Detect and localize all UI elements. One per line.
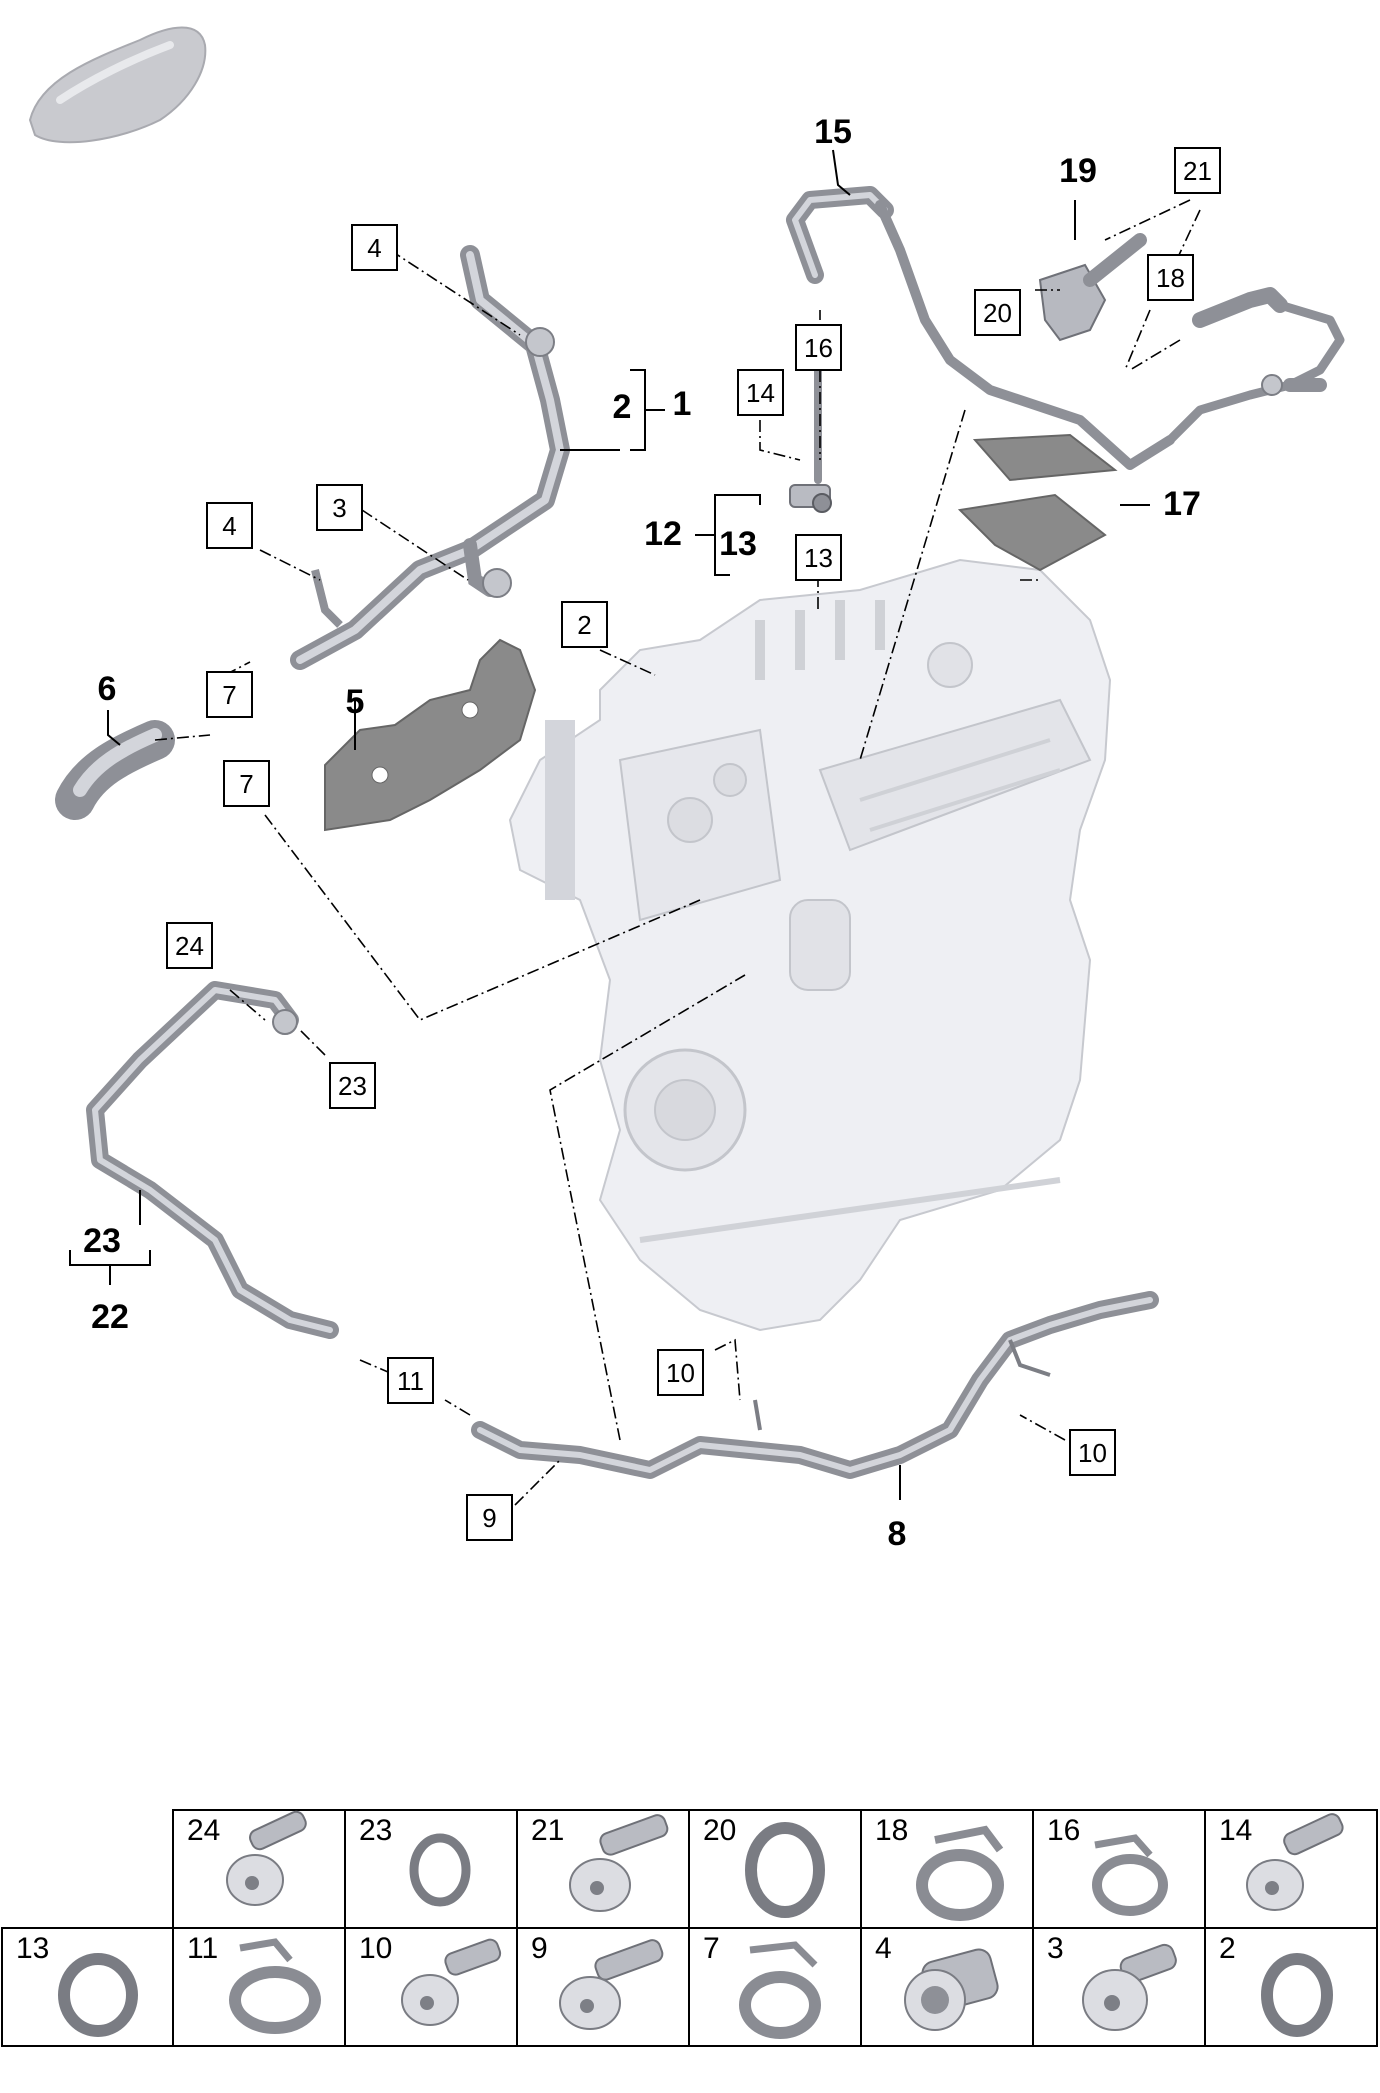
callout-7b: 7 xyxy=(223,760,270,807)
fitting-part-12 xyxy=(789,346,832,513)
label-8: 8 xyxy=(888,1515,907,1553)
label-brackets xyxy=(69,149,1150,1500)
parts-table-row-2: 13 11 10 9 7 4 3 2 xyxy=(1,1927,1378,2047)
callout-14: 14 xyxy=(737,369,784,416)
seal-ring-icon xyxy=(58,1953,138,2037)
label-6: 6 xyxy=(98,670,117,708)
callout-4a: 4 xyxy=(351,224,398,271)
callout-label: 20 xyxy=(983,298,1012,328)
callout-2: 2 xyxy=(561,601,608,648)
callout-label: 4 xyxy=(367,233,381,263)
table-cell-number: 13 xyxy=(16,1932,49,1965)
callout-label: 14 xyxy=(746,378,775,408)
callout-18: 18 xyxy=(1147,254,1194,301)
callout-label: 3 xyxy=(332,493,346,523)
callout-9: 9 xyxy=(466,1494,513,1541)
callout-4b: 4 xyxy=(206,502,253,549)
label-23: 23 xyxy=(83,1222,121,1260)
table-cell-number: 16 xyxy=(1047,1814,1080,1847)
callout-label: 21 xyxy=(1183,156,1212,186)
label-17: 17 xyxy=(1163,485,1201,523)
table-cell-number: 24 xyxy=(187,1814,220,1847)
label-13: 13 xyxy=(719,525,757,563)
seal-ring-icon xyxy=(1261,1953,1333,2037)
callout-label: 24 xyxy=(175,931,204,961)
table-cell-number: 21 xyxy=(531,1814,564,1847)
callout-21: 21 xyxy=(1174,147,1221,194)
table-cell-number: 2 xyxy=(1219,1932,1236,1965)
coolant-pipe-part-15 xyxy=(786,186,1175,470)
table-cell-number: 20 xyxy=(703,1814,736,1847)
seal-ring-icon xyxy=(409,1833,471,1907)
car-silhouette-icon xyxy=(28,26,207,144)
table-cell-number: 18 xyxy=(875,1814,908,1847)
label-12: 12 xyxy=(644,515,682,553)
callout-13: 13 xyxy=(795,534,842,581)
callout-16: 16 xyxy=(795,324,842,371)
label-15: 15 xyxy=(814,113,852,151)
bolt-icon xyxy=(1246,1813,1344,1911)
coolant-pipe-part-22 xyxy=(86,981,339,1339)
table-cell-number: 9 xyxy=(531,1932,548,1965)
hose-clamp-icon xyxy=(229,1938,321,2034)
engine-assembly xyxy=(508,558,1112,1332)
label-2: 2 xyxy=(613,388,632,426)
callout-label: 23 xyxy=(338,1071,367,1101)
bolt-icon xyxy=(569,1814,669,1912)
label-22: 22 xyxy=(91,1298,129,1336)
gasket-part-17 xyxy=(957,433,1118,572)
label-19: 19 xyxy=(1059,152,1097,190)
table-cell-number: 10 xyxy=(359,1932,392,1965)
table-cell-number: 14 xyxy=(1219,1814,1252,1847)
parts-table: 24 23 21 20 18 16 14 xyxy=(1,1809,1378,2047)
callout-label: 7 xyxy=(222,680,236,710)
label-1: 1 xyxy=(673,385,692,423)
hose-clamp-icon xyxy=(1092,1834,1168,1916)
callout-label: 4 xyxy=(222,511,236,541)
callout-10b: 10 xyxy=(1069,1429,1116,1476)
callout-label: 16 xyxy=(804,333,833,363)
callout-label: 11 xyxy=(397,1366,424,1396)
bolt-icon xyxy=(559,1939,664,2030)
coolant-pipe-part-2 xyxy=(290,245,570,670)
bolt-icon xyxy=(401,1938,502,2026)
callout-label: 13 xyxy=(804,543,833,573)
nut-icon xyxy=(904,1948,999,2031)
callout-24: 24 xyxy=(166,922,213,969)
parts-table-row-1: 24 23 21 20 18 16 14 xyxy=(172,1809,1378,1929)
bolt-icon xyxy=(226,1810,307,1906)
callout-7a: 7 xyxy=(206,671,253,718)
callout-10a: 10 xyxy=(657,1349,704,1396)
table-cell-number: 7 xyxy=(703,1932,720,1965)
coolant-pipe-part-8 xyxy=(471,1291,1159,1479)
table-cell-number: 23 xyxy=(359,1814,392,1847)
seal-ring-icon xyxy=(745,1822,825,1918)
bolt-icon xyxy=(1082,1943,1177,2031)
coolant-pipe-part-18 xyxy=(1165,287,1345,445)
callout-label: 10 xyxy=(666,1358,695,1388)
callout-label: 7 xyxy=(239,769,253,799)
callout-23: 23 xyxy=(329,1062,376,1109)
callout-label: 10 xyxy=(1078,1438,1107,1468)
gasket-part-5 xyxy=(324,638,537,832)
hose-part-6 xyxy=(55,720,175,820)
callout-label: 18 xyxy=(1156,263,1185,293)
callout-label: 2 xyxy=(577,610,591,640)
flange-part-19 xyxy=(1038,233,1147,342)
callout-3: 3 xyxy=(316,484,363,531)
label-5: 5 xyxy=(346,683,365,721)
table-cell-number: 4 xyxy=(875,1932,892,1965)
hose-clamp-icon xyxy=(916,1825,1004,1921)
hose-clamp-icon xyxy=(739,1941,821,2039)
table-cell-number: 3 xyxy=(1047,1932,1064,1965)
table-cell-number: 11 xyxy=(187,1932,218,1965)
callout-20: 20 xyxy=(974,289,1021,336)
callout-label: 9 xyxy=(482,1503,496,1533)
callout-11: 11 xyxy=(387,1357,434,1404)
